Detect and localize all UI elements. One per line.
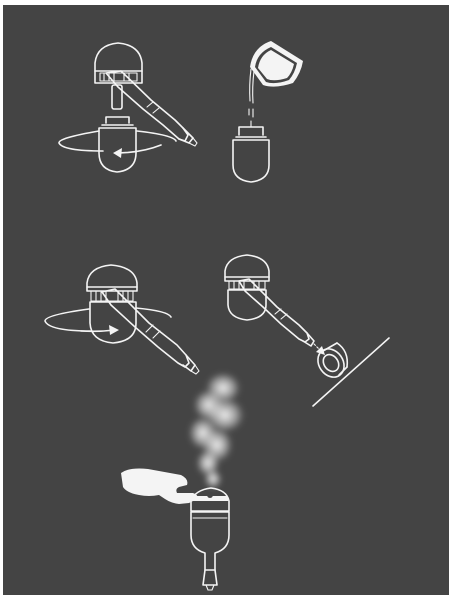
step-2-pour-water: [233, 41, 303, 182]
step-4-plug-into-car-socket: [225, 255, 389, 406]
step-5-press-button-mist: [121, 372, 245, 590]
step-3-screw-on-tank: [45, 265, 199, 374]
illustration-canvas: [3, 5, 449, 595]
water-pour-icon: [249, 41, 303, 127]
car-socket-icon: [313, 343, 350, 382]
step-1-unscrew-water-tank: [59, 43, 197, 172]
mist-icon: [188, 372, 245, 489]
rotate-arrow-icon: [81, 325, 119, 335]
rotate-arrow-icon: [113, 145, 161, 158]
instruction-illustration: [3, 5, 449, 595]
